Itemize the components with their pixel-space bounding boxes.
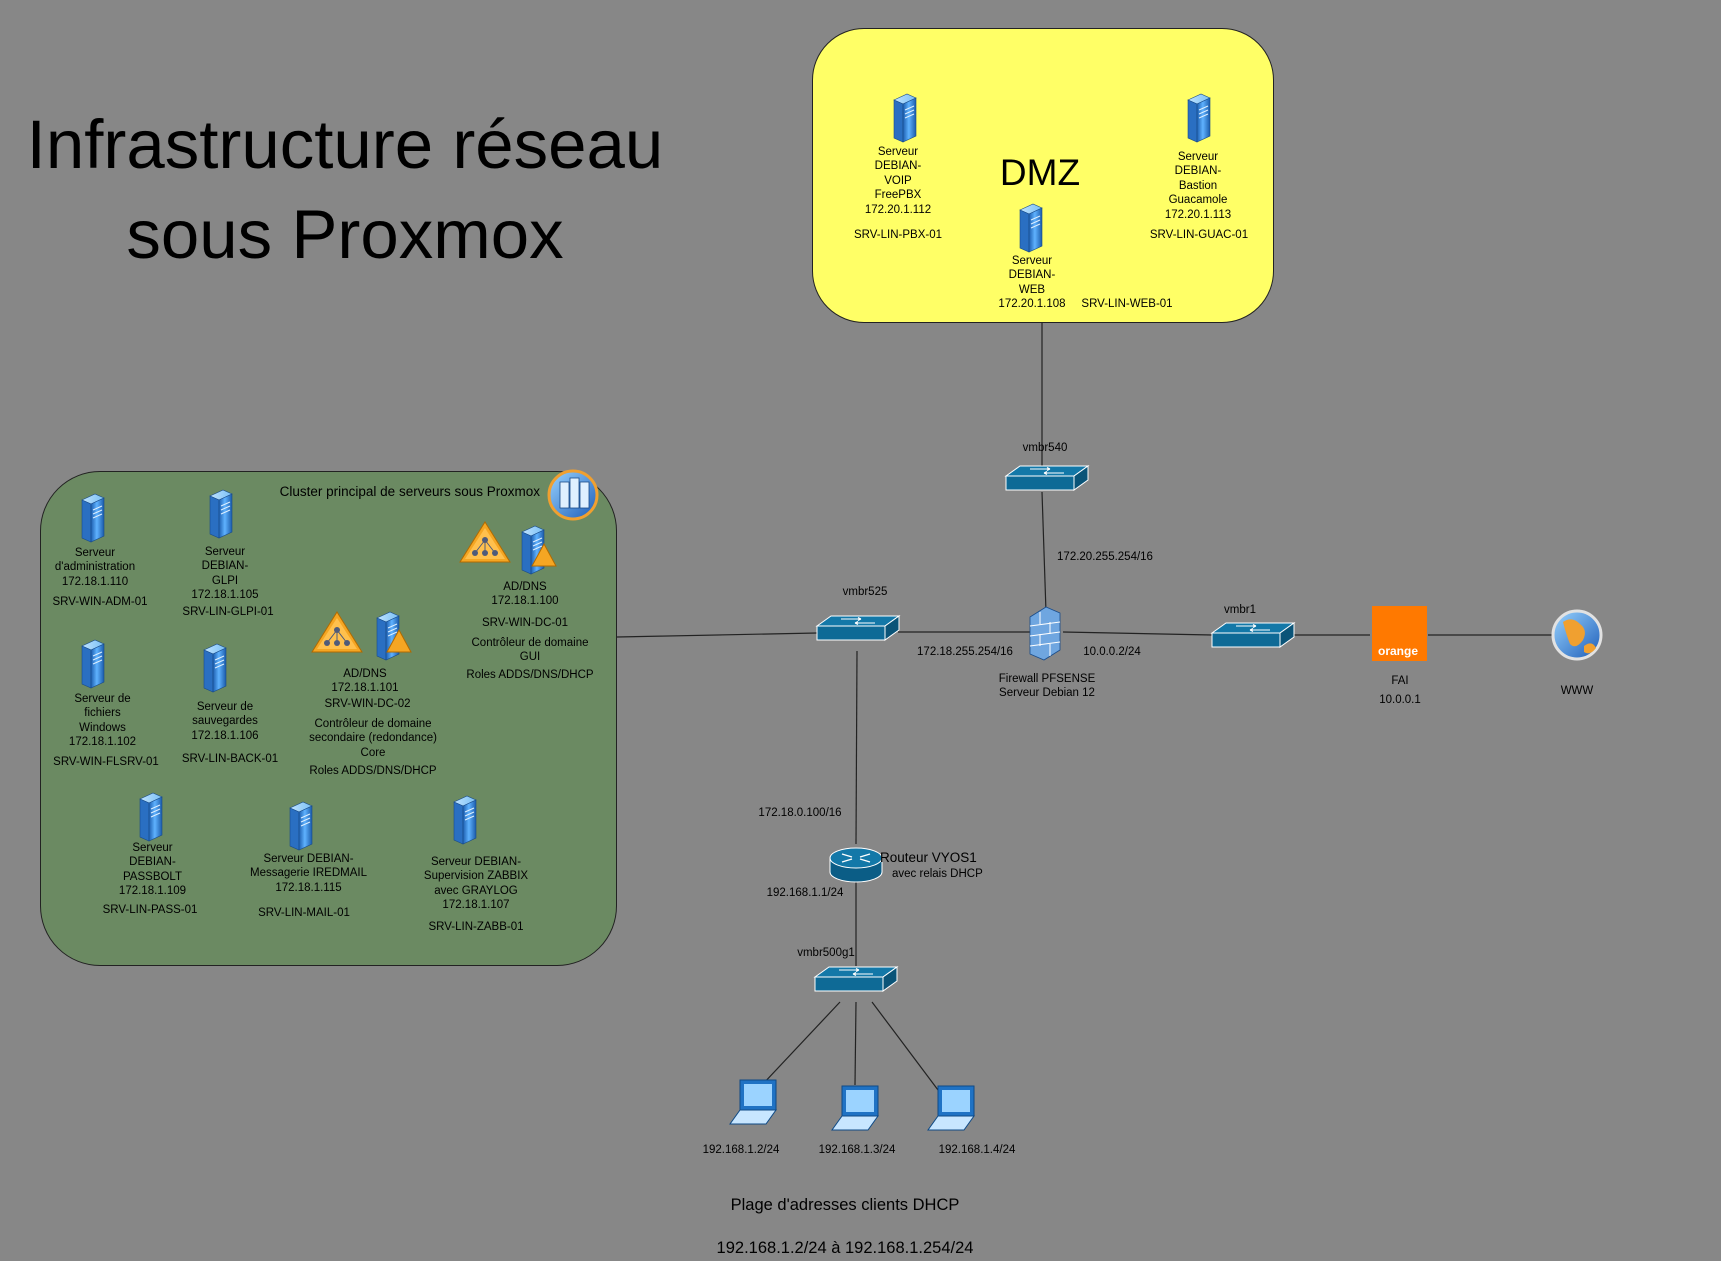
router-icon <box>829 847 883 883</box>
server-icon-back <box>203 643 227 693</box>
server-icon-pbx <box>893 93 917 143</box>
switch-icon-vmbr525 <box>816 615 900 641</box>
dmz-server-label-pbx: Serveur DEBIAN- VOIP FreePBX 172.20.1.11… <box>864 146 932 216</box>
dhcp-title: Plage d'adresses clients DHCP <box>730 1196 960 1214</box>
cluster-server-label-back: Serveur de sauvegardes 172.18.1.106 <box>191 701 259 742</box>
proxmox-cluster-icon <box>547 469 599 521</box>
client-ip-1: 192.168.1.2/24 <box>702 1144 780 1156</box>
switch-icon-vmbr540 <box>1005 465 1089 491</box>
cluster-server-label-mail: Serveur DEBIAN- Messagerie IREDMAIL 172.… <box>250 853 367 894</box>
dmz-title: DMZ <box>999 152 1081 193</box>
cluster-server-label-flsrv: Serveur de fichiers Windows 172.18.1.102 <box>68 693 137 749</box>
dmz-server-label-guac: Serveur DEBIAN- Bastion Guacamole 172.20… <box>1164 151 1232 221</box>
cluster-server-label-adm: Serveur d'administration 172.18.1.110 <box>54 547 136 588</box>
links <box>616 322 1552 1091</box>
domain-controller-icon-dc02 <box>377 612 411 660</box>
isp-ip: 10.0.0.1 <box>1379 694 1421 706</box>
cluster-server-label-glpi: Serveur DEBIAN- GLPI 172.18.1.105 <box>191 546 259 602</box>
server-icon-web <box>1019 203 1043 253</box>
cluster-server-hostname-mail: SRV-LIN-MAIL-01 <box>258 907 350 919</box>
isp-logo-text: orange <box>1377 644 1418 658</box>
switch-label-vmbr525: vmbr525 <box>842 586 888 598</box>
server-icon-adm <box>81 493 105 543</box>
cluster-server-hostname-zabb: SRV-LIN-ZABB-01 <box>428 921 524 933</box>
laptop-icon-client-2 <box>831 1085 879 1131</box>
switch-label-vmbr500g1: vmbr500g1 <box>797 947 855 959</box>
isp-logo-icon <box>1372 606 1427 661</box>
link-label-router-down: 192.168.1.1/24 <box>766 887 844 899</box>
server-icon-guac <box>1187 93 1211 143</box>
cluster-server-label-dc01: AD/DNS 172.18.1.100 <box>491 581 559 608</box>
client-ip-2: 192.168.1.3/24 <box>818 1144 896 1156</box>
cluster-server-hostname-back: SRV-LIN-BACK-01 <box>181 753 279 765</box>
server-icon-mail <box>289 801 313 851</box>
link-switch-client-1 <box>761 1001 841 1086</box>
link-cluster-vmbr525 <box>616 632 818 638</box>
laptop-icon-client-3 <box>927 1085 975 1131</box>
firewall-icon <box>1029 606 1061 661</box>
isp-name: FAI <box>1391 675 1409 687</box>
cluster-server-hostname-dc01: SRV-WIN-DC-01 <box>481 617 569 629</box>
cluster-server-label-dc02: AD/DNS 172.18.1.101 <box>331 668 399 695</box>
switch-icon-vmbr500g1 <box>814 966 898 992</box>
link-label-wan: 10.0.0.2/24 <box>1083 646 1141 658</box>
switch-icon-vmbr1 <box>1211 622 1295 648</box>
internet-label: WWW <box>1560 685 1594 697</box>
link-firewall-vmbr1 <box>1062 631 1213 636</box>
cluster-server-services-dc02: Roles ADDS/DNS/DHCP <box>309 765 437 777</box>
dmz-server-hostname-pbx: SRV-LIN-PBX-01 <box>854 229 942 241</box>
cluster-server-hostname-adm: SRV-WIN-ADM-01 <box>52 596 148 608</box>
dmz-zone <box>812 28 1274 323</box>
server-icon-pass <box>139 792 163 842</box>
ad-icon-dc02 <box>311 611 363 653</box>
switch-label-vmbr1: vmbr1 <box>1224 604 1256 616</box>
domain-controller-icon-dc01 <box>522 526 556 574</box>
dmz-server-label-web: Serveur DEBIAN- WEB 172.20.1.108 <box>998 255 1066 311</box>
link-vmbr525-router <box>855 650 858 845</box>
server-icon-zabb <box>453 795 477 845</box>
server-icon-flsrv <box>81 639 105 689</box>
link-switch-client-2 <box>854 1001 857 1086</box>
cluster-server-label-zabb: Serveur DEBIAN- Supervision ZABBIX avec … <box>423 856 529 912</box>
server-icon-glpi <box>209 489 233 539</box>
link-vmbr540-firewall <box>1041 491 1047 613</box>
link-label-router-up: 172.18.0.100/16 <box>758 807 842 819</box>
dhcp-range: 192.168.1.2/24 à 192.168.1.254/24 <box>716 1239 974 1257</box>
link-label-lan-gateway: 172.18.255.254/16 <box>917 646 1013 658</box>
firewall-label: Firewall PFSENSE Serveur Debian 12 <box>998 673 1096 700</box>
cluster-server-hostname-flsrv: SRV-WIN-FLSRV-01 <box>53 756 159 768</box>
cluster-server-role-dc01: Contrôleur de domaine GUI <box>471 637 589 664</box>
proxmox-cluster-zone <box>40 471 617 966</box>
ad-icon-dc01 <box>459 521 511 563</box>
dmz-server-hostname-web: SRV-LIN-WEB-01 <box>1081 298 1173 310</box>
cluster-server-label-pass: Serveur DEBIAN- PASSBOLT 172.18.1.109 <box>118 842 187 898</box>
dmz-server-hostname-guac: SRV-LIN-GUAC-01 <box>1149 229 1249 241</box>
link-switch-client-3 <box>871 1001 939 1091</box>
cluster-server-role-dc02: Contrôleur de domaine secondaire (redond… <box>309 718 437 759</box>
diagram-title: Infrastructure réseau sous Proxmox <box>26 106 664 273</box>
router-note: avec relais DHCP <box>892 868 983 880</box>
link-label-dmz-gateway: 172.20.255.254/16 <box>1057 551 1153 563</box>
client-ip-3: 192.168.1.4/24 <box>938 1144 1016 1156</box>
switch-label-vmbr540: vmbr540 <box>1022 442 1068 454</box>
cluster-server-hostname-pass: SRV-LIN-PASS-01 <box>102 904 198 916</box>
cluster-server-hostname-dc02: SRV-WIN-DC-02 <box>324 698 411 710</box>
cluster-server-hostname-glpi: SRV-LIN-GLPI-01 <box>182 606 274 618</box>
cluster-title: Cluster principal de serveurs sous Proxm… <box>279 484 540 499</box>
globe-icon <box>1551 609 1603 661</box>
laptop-icon-client-1 <box>729 1079 777 1125</box>
router-name: Routeur VYOS1 <box>880 850 977 865</box>
cluster-server-services-dc01: Roles ADDS/DNS/DHCP <box>466 669 594 681</box>
